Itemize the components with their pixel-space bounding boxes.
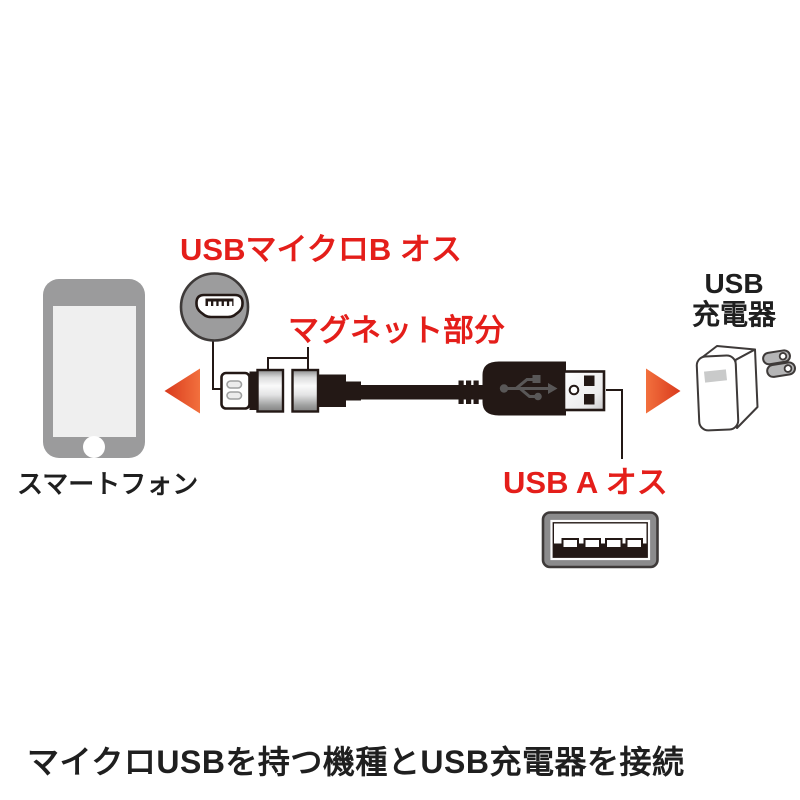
usb-trident-icon	[499, 375, 558, 401]
leader-line	[212, 339, 221, 390]
usb-a-label: USB A オス	[503, 465, 668, 500]
smartphone-label: スマートフォン	[17, 469, 199, 499]
usb-charger-icon	[695, 345, 796, 432]
right-arrow-icon	[646, 368, 681, 414]
magnet-ring-2	[291, 368, 320, 413]
left-arrow-icon	[164, 368, 200, 414]
usb-charger-label-line1: USB	[704, 268, 764, 299]
leader-line	[606, 389, 623, 459]
magnet-label: マグネット部分	[288, 313, 505, 348]
usb-a-port-icon	[541, 511, 659, 569]
micro-usb-tip	[220, 371, 251, 410]
leader-line	[267, 347, 309, 371]
usb-charger-label-line2: 充電器	[691, 299, 776, 330]
cable	[356, 385, 487, 400]
caption-text: マイクロUSBを持つ機種とUSB充電器を接続	[27, 744, 685, 780]
usb-charger-label: USB 充電器	[673, 268, 795, 330]
micro-usb-face-icon	[179, 272, 250, 390]
magnet-ring-1	[256, 368, 285, 413]
magnet-cable-icon	[220, 361, 606, 416]
smartphone-icon	[43, 279, 145, 458]
micro-b-label: USBマイクロB オス	[180, 232, 462, 267]
